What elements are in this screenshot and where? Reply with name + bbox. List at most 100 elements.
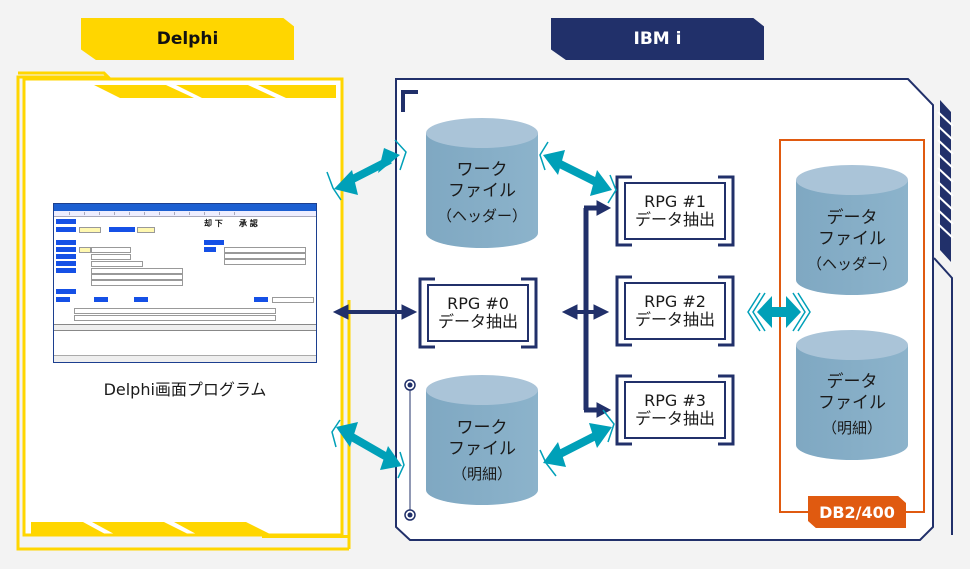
thumb-label	[56, 261, 76, 266]
thumbnail-menubar	[54, 211, 316, 217]
thumb-label	[56, 240, 76, 245]
thumb-field	[91, 254, 131, 260]
stripe-decoration	[31, 522, 107, 535]
thumb-field	[137, 227, 155, 233]
data-file-detail-cylinder	[796, 330, 908, 460]
work-file-detail-sub: （明細）	[451, 464, 512, 483]
stripe-decoration	[174, 522, 272, 535]
thumb-field	[79, 247, 91, 253]
rpg-3-name: RPG #3	[644, 390, 706, 410]
thumb-label	[56, 289, 76, 294]
ibm-i-header: IBM i	[551, 18, 764, 60]
delphi-screen-thumbnail: 却 下 承 認	[53, 203, 317, 363]
delphi-header-label: Delphi	[156, 29, 219, 49]
rpg-0-frame	[418, 277, 538, 349]
work-file-header-label: ワーク ファイル （ヘッダー）	[426, 160, 538, 225]
work-file-detail-cylinder	[426, 375, 538, 505]
thumb-field	[91, 280, 183, 286]
thumb-field	[91, 274, 183, 280]
rpg-1-name: RPG #1	[644, 191, 706, 211]
work-file-header-line2: ファイル	[448, 181, 516, 202]
thumb-field	[91, 268, 183, 274]
corner-bracket	[401, 90, 418, 112]
teal-arrows	[326, 139, 811, 479]
thumb-label	[254, 297, 268, 302]
workdetail-rpg3-arrow	[539, 409, 615, 477]
delphi-workdetail-arrow	[331, 419, 405, 479]
thumb-statusbar	[54, 355, 316, 362]
rpg-1-frame	[615, 175, 735, 247]
rpg-3-box: RPG #3 データ抽出	[623, 380, 727, 440]
thumb-field	[272, 297, 314, 303]
db2-400-badge: DB2/400	[808, 496, 906, 528]
rpg-3-frame	[615, 374, 735, 446]
thumb-field	[224, 247, 306, 253]
thumb-approve-button: 承 認	[239, 219, 258, 228]
rpg2-datafile-arrow	[747, 292, 811, 332]
work-file-detail-label: ワーク ファイル （明細）	[426, 418, 538, 483]
arrowhead-right	[593, 304, 610, 320]
thumb-field	[224, 253, 306, 259]
navy-connectors	[332, 200, 612, 418]
work-file-header-line1: ワーク	[456, 160, 508, 180]
rpg-1-desc: データ抽出	[634, 210, 715, 229]
work-file-header-cylinder	[426, 118, 538, 248]
pin-line-decoration	[404, 379, 416, 521]
delphi-workheader-arrow	[326, 139, 407, 201]
arrowhead-left	[332, 304, 349, 320]
data-file-detail-sub: （明細）	[821, 418, 882, 437]
data-file-detail-line2: ファイル	[818, 393, 886, 414]
work-file-header-sub: （ヘッダー）	[436, 206, 527, 225]
rpg-2-box: RPG #2 データ抽出	[623, 281, 727, 341]
workheader-rpg1-arrow	[539, 141, 617, 204]
thumb-field	[224, 259, 306, 265]
thumb-reject-button: 却 下	[204, 219, 223, 228]
rpg-0-box: RPG #0 データ抽出	[426, 283, 530, 343]
rpg-frames	[418, 175, 735, 446]
data-file-header-label: データ ファイル （ヘッダー）	[796, 208, 908, 273]
thumb-label	[56, 268, 76, 273]
rpg-1-box: RPG #1 データ抽出	[623, 181, 727, 241]
data-file-header-sub: （ヘッダー）	[806, 254, 897, 273]
delphi-header: Delphi	[81, 18, 294, 60]
arrowhead-left	[561, 304, 578, 320]
thumb-label	[56, 254, 76, 259]
rpg-0-name: RPG #0	[447, 293, 509, 313]
arrowhead-right	[596, 200, 612, 216]
side-stripe-decoration	[933, 100, 954, 535]
stripe-decoration	[92, 522, 190, 535]
thumb-grid-header	[54, 324, 316, 331]
rpg-2-name: RPG #2	[644, 291, 706, 311]
data-file-header-line1: データ	[826, 208, 878, 228]
thumb-label	[134, 297, 148, 302]
delphi-caption: Delphi画面プログラム	[103, 380, 267, 399]
thumb-label	[94, 297, 108, 302]
thumb-field	[91, 261, 143, 267]
thumb-field	[91, 247, 131, 253]
thumb-label	[204, 240, 224, 245]
work-file-detail-line2: ファイル	[448, 439, 516, 460]
thumb-label	[109, 227, 135, 232]
thumb-label	[56, 297, 70, 302]
thumb-field	[74, 308, 276, 314]
rpg-0-desc: データ抽出	[437, 312, 518, 331]
thumb-field	[79, 227, 101, 233]
stripe-decoration	[258, 85, 336, 98]
stripe-decoration	[94, 85, 194, 98]
data-file-detail-line1: データ	[826, 372, 878, 392]
rpg-2-desc: データ抽出	[634, 310, 715, 329]
ibm-i-header-label: IBM i	[633, 29, 682, 49]
data-file-header-cylinder	[796, 165, 908, 295]
work-file-detail-line1: ワーク	[456, 418, 508, 438]
thumbnail-titlebar	[54, 204, 316, 211]
arrowhead-right	[401, 304, 418, 320]
stripe-decoration	[176, 85, 276, 98]
data-file-detail-label: データ ファイル （明細）	[796, 372, 908, 437]
thumb-label	[56, 219, 76, 224]
thumb-label	[56, 247, 76, 252]
thumb-field	[74, 315, 276, 321]
delphi-outer-frame	[16, 71, 349, 551]
thumb-label	[204, 247, 216, 252]
rpg-3-desc: データ抽出	[634, 409, 715, 428]
